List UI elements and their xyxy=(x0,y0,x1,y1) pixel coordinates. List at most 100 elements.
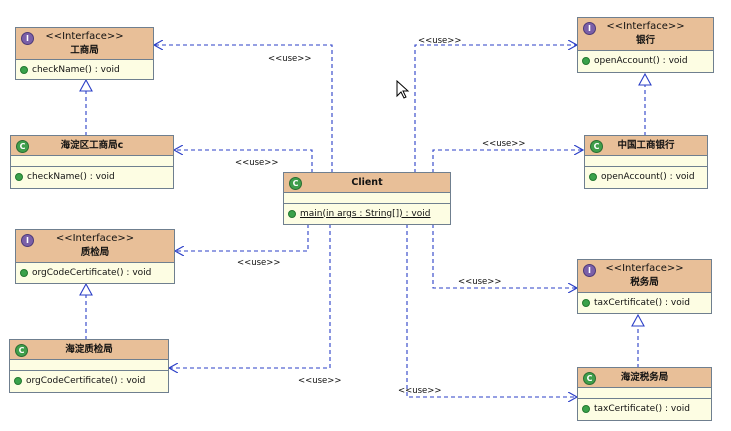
attributes-compartment xyxy=(11,156,173,167)
attributes-compartment xyxy=(578,388,711,399)
class-name: 中国工商银行 xyxy=(617,140,675,151)
interface-header: I <<Interface>> 工商局 xyxy=(16,28,153,60)
stereotype-label: <<Interface>> xyxy=(605,263,684,274)
class-header: C 海淀税务局 xyxy=(578,368,711,388)
interface-icon: I xyxy=(583,22,596,35)
realization-arrowhead xyxy=(631,313,645,327)
class-icon: C xyxy=(590,140,603,153)
class-header: C 海淀质检局 xyxy=(10,340,168,360)
public-method-icon xyxy=(14,376,22,385)
attributes-compartment xyxy=(10,360,168,371)
interface-bank[interactable]: I <<Interface>> 银行 openAccount() : void xyxy=(577,17,714,73)
class-name: 海淀区工商局c xyxy=(60,140,124,151)
interface-header: I <<Interface>> 税务局 xyxy=(578,260,711,293)
public-method-icon xyxy=(582,404,590,413)
operation-signature: openAccount() : void xyxy=(601,171,695,182)
interface-name: 税务局 xyxy=(630,277,659,288)
class-icon: C xyxy=(289,177,302,190)
operation-row: taxCertificate() : void xyxy=(582,402,707,415)
operation-signature: checkName() : void xyxy=(32,64,120,75)
class-haidian-gongshang[interactable]: C 海淀区工商局c checkName() : void xyxy=(10,135,174,189)
attributes-compartment xyxy=(585,156,707,167)
use-label: <<use>> xyxy=(268,54,312,64)
class-icon: C xyxy=(15,344,28,357)
operation-signature: main(in args : String[]) : void xyxy=(300,208,431,219)
realization-arrowhead xyxy=(79,78,93,92)
use-dependency-haidian-gongshang xyxy=(174,150,313,173)
class-client[interactable]: C Client main(in args : String[]) : void xyxy=(283,172,451,225)
operation-row: taxCertificate() : void xyxy=(582,296,707,309)
use-label: <<use>> xyxy=(418,36,462,46)
use-label: <<use>> xyxy=(235,158,279,168)
operation-row: checkName() : void xyxy=(15,170,169,183)
operation-row: openAccount() : void xyxy=(582,54,709,67)
class-icon: C xyxy=(583,372,596,385)
use-dependency-haidian-zhijian xyxy=(169,224,331,368)
operation-row: openAccount() : void xyxy=(589,170,703,183)
operation-signature: checkName() : void xyxy=(27,171,115,182)
use-dependency-zhijian xyxy=(175,224,309,251)
class-header: C 中国工商银行 xyxy=(585,136,707,156)
class-header: C Client xyxy=(284,173,450,193)
operations-compartment: openAccount() : void xyxy=(585,167,707,185)
operation-signature: orgCodeCertificate() : void xyxy=(26,375,146,386)
public-method-icon xyxy=(589,172,597,181)
pointer-arrow-icon xyxy=(396,80,410,99)
interface-name: 质检局 xyxy=(80,247,110,258)
use-dependency-haidian-tax xyxy=(406,224,577,397)
attributes-compartment xyxy=(284,193,450,204)
operation-signature: orgCodeCertificate() : void xyxy=(32,267,152,278)
operations-compartment: orgCodeCertificate() : void xyxy=(10,371,168,389)
use-label: <<use>> xyxy=(458,277,502,287)
operations-compartment: taxCertificate() : void xyxy=(578,399,711,417)
public-method-icon xyxy=(288,209,296,218)
interface-header: I <<Interface>> 质检局 xyxy=(16,230,174,263)
interface-tax[interactable]: I <<Interface>> 税务局 taxCertificate() : v… xyxy=(577,259,712,314)
operations-compartment: checkName() : void xyxy=(16,60,153,78)
operation-signature: taxCertificate() : void xyxy=(594,403,690,414)
use-dependency-icbc xyxy=(432,150,583,173)
class-haidian-zhijian[interactable]: C 海淀质检局 orgCodeCertificate() : void xyxy=(9,339,169,393)
use-label: <<use>> xyxy=(398,386,442,396)
public-method-icon xyxy=(20,268,28,277)
operations-compartment: taxCertificate() : void xyxy=(578,293,711,311)
use-label: <<use>> xyxy=(237,258,281,268)
interface-header: I <<Interface>> 银行 xyxy=(578,18,713,51)
class-name: Client xyxy=(351,177,383,188)
public-method-icon xyxy=(20,65,28,74)
stereotype-label: <<Interface>> xyxy=(606,21,685,32)
operation-row: checkName() : void xyxy=(20,63,149,76)
realization-arrowhead xyxy=(79,282,93,296)
realization-arrowhead xyxy=(638,72,652,86)
class-header: C 海淀区工商局c xyxy=(11,136,173,156)
operations-compartment: main(in args : String[]) : void xyxy=(284,204,450,222)
use-dependency-tax xyxy=(432,224,577,288)
operation-signature: openAccount() : void xyxy=(594,55,688,66)
interface-name: 银行 xyxy=(635,35,655,46)
interface-zhijian[interactable]: I <<Interface>> 质检局 orgCodeCertificate()… xyxy=(15,229,175,284)
operation-signature: taxCertificate() : void xyxy=(594,297,690,308)
public-method-icon xyxy=(582,298,590,307)
use-dependency-bank xyxy=(414,45,577,173)
interface-icon: I xyxy=(583,264,596,277)
use-dependency-gongshang xyxy=(154,45,333,173)
operations-compartment: checkName() : void xyxy=(11,167,173,185)
use-label: <<use>> xyxy=(298,376,342,386)
interface-gongshang[interactable]: I <<Interface>> 工商局 checkName() : void xyxy=(15,27,154,80)
interface-icon: I xyxy=(21,32,34,45)
operations-compartment: orgCodeCertificate() : void xyxy=(16,263,174,281)
class-name: 海淀税务局 xyxy=(620,372,669,383)
stereotype-label: <<Interface>> xyxy=(45,31,124,42)
public-method-icon xyxy=(15,172,23,181)
interface-name: 工商局 xyxy=(70,45,99,56)
operation-row: main(in args : String[]) : void xyxy=(288,207,446,220)
class-name: 海淀质检局 xyxy=(65,344,113,355)
operation-row: orgCodeCertificate() : void xyxy=(20,266,170,279)
use-label: <<use>> xyxy=(482,139,526,149)
class-haidian-tax[interactable]: C 海淀税务局 taxCertificate() : void xyxy=(577,367,712,421)
class-icon: C xyxy=(16,140,29,153)
class-icbc[interactable]: C 中国工商银行 openAccount() : void xyxy=(584,135,708,189)
operation-row: orgCodeCertificate() : void xyxy=(14,374,164,387)
